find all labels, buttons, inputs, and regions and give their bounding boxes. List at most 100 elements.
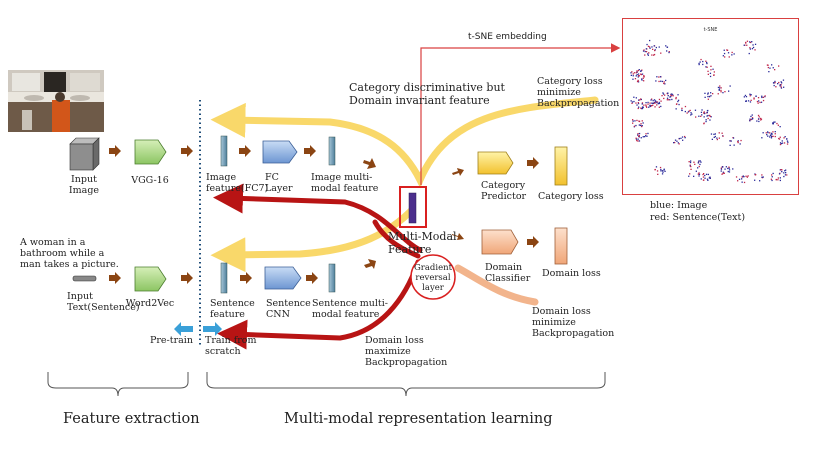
tsne-point xyxy=(761,96,763,99)
tsne-point xyxy=(677,142,679,144)
tsne-point xyxy=(688,161,690,163)
pretrain-arrow xyxy=(174,322,193,336)
tsne-point xyxy=(720,89,722,92)
tsne-point xyxy=(738,178,741,180)
tsne-point xyxy=(726,49,729,51)
tsne-point xyxy=(687,111,690,113)
tsne-point xyxy=(668,99,670,101)
tsne-point xyxy=(779,136,781,138)
tsne-point xyxy=(697,167,699,169)
tsne-point xyxy=(729,85,731,87)
tsne-point xyxy=(778,81,780,84)
tsne-point xyxy=(655,101,657,103)
tsne-point xyxy=(718,132,720,134)
tsne-point xyxy=(724,168,726,170)
tsne-point xyxy=(670,95,672,97)
sentence-cnn-block xyxy=(264,266,302,290)
bathroom-photo-illustration xyxy=(8,70,104,132)
tsne-point xyxy=(787,141,789,143)
tsne-point xyxy=(689,164,691,166)
tsne-point xyxy=(645,102,647,104)
tsne-point xyxy=(746,40,749,42)
tsne-point xyxy=(757,114,760,117)
tsne-point xyxy=(772,172,774,175)
tsne-point xyxy=(707,93,709,95)
tsne-point xyxy=(723,49,725,51)
tsne-point xyxy=(741,181,743,183)
tsne-point xyxy=(672,95,674,97)
tsne-point xyxy=(675,98,677,100)
tsne-point xyxy=(750,115,752,118)
tsne-point xyxy=(697,162,699,164)
tsne-point xyxy=(777,83,779,85)
tsne-point xyxy=(635,124,637,127)
tsne-point xyxy=(640,107,643,110)
tsne-point xyxy=(643,136,646,138)
multimodal-feature-bar xyxy=(408,192,417,224)
tsne-point xyxy=(630,74,632,76)
tsne-point xyxy=(658,102,661,105)
tsne-point xyxy=(654,106,656,108)
tsne-point xyxy=(701,114,703,116)
tsne-point xyxy=(776,122,778,125)
tsne-point xyxy=(690,160,692,162)
tsne-point xyxy=(661,170,664,172)
multimodal-feature-highlight xyxy=(399,186,427,228)
tsne-point xyxy=(642,122,644,124)
tsne-point xyxy=(666,99,668,101)
tsne-point xyxy=(651,105,653,107)
tsne-point xyxy=(655,166,658,168)
tsne-point xyxy=(721,173,723,175)
tsne-point xyxy=(666,46,669,48)
tsne-point xyxy=(702,60,704,63)
tsne-point xyxy=(757,102,759,104)
tsne-point xyxy=(710,65,712,67)
tsne-point xyxy=(646,106,648,108)
tsne-point xyxy=(722,92,724,94)
tsne-point xyxy=(731,54,733,56)
tsne-point xyxy=(742,175,744,177)
tsne-point xyxy=(774,121,776,123)
tsne-point xyxy=(758,120,760,123)
tsne-point xyxy=(661,173,664,175)
tsne-point xyxy=(670,94,672,96)
tsne-point xyxy=(632,78,634,80)
tsne-point xyxy=(684,137,686,139)
tsne-point xyxy=(781,142,784,144)
tsne-point xyxy=(719,85,721,87)
tsne-point xyxy=(658,101,660,104)
domain-minimize-note: Domain loss minimize Backpropagation xyxy=(532,306,615,339)
tsne-point xyxy=(771,133,773,135)
tsne-point xyxy=(642,136,644,138)
tsne-point xyxy=(749,93,751,95)
red-flow-top xyxy=(213,183,423,253)
tsne-point xyxy=(730,140,732,142)
tsne-point xyxy=(647,103,649,105)
tsne-point xyxy=(725,166,727,168)
tsne-point xyxy=(743,181,746,184)
tsne-point xyxy=(747,100,750,102)
tsne-point xyxy=(759,101,761,104)
tsne-point xyxy=(640,137,642,139)
input-text-label: Input Text(Sentence) xyxy=(67,291,140,313)
tsne-point xyxy=(638,135,640,138)
tsne-point xyxy=(637,102,639,104)
tsne-point xyxy=(741,178,743,180)
tsne-point xyxy=(702,179,705,181)
tsne-point xyxy=(716,137,718,139)
tsne-point xyxy=(703,116,705,118)
tsne-point xyxy=(663,169,665,171)
tsne-point xyxy=(660,170,662,172)
tsne-point xyxy=(772,135,774,137)
tsne-point xyxy=(707,114,709,117)
tsne-point xyxy=(779,143,782,146)
tsne-point xyxy=(779,169,781,171)
tsne-point xyxy=(722,171,724,173)
tsne-point xyxy=(663,81,665,83)
input-image-label: Input Image xyxy=(68,174,100,196)
tsne-point xyxy=(638,140,641,142)
tsne-point xyxy=(744,94,747,97)
tsne-point xyxy=(663,97,665,100)
tsne-point xyxy=(690,168,692,170)
